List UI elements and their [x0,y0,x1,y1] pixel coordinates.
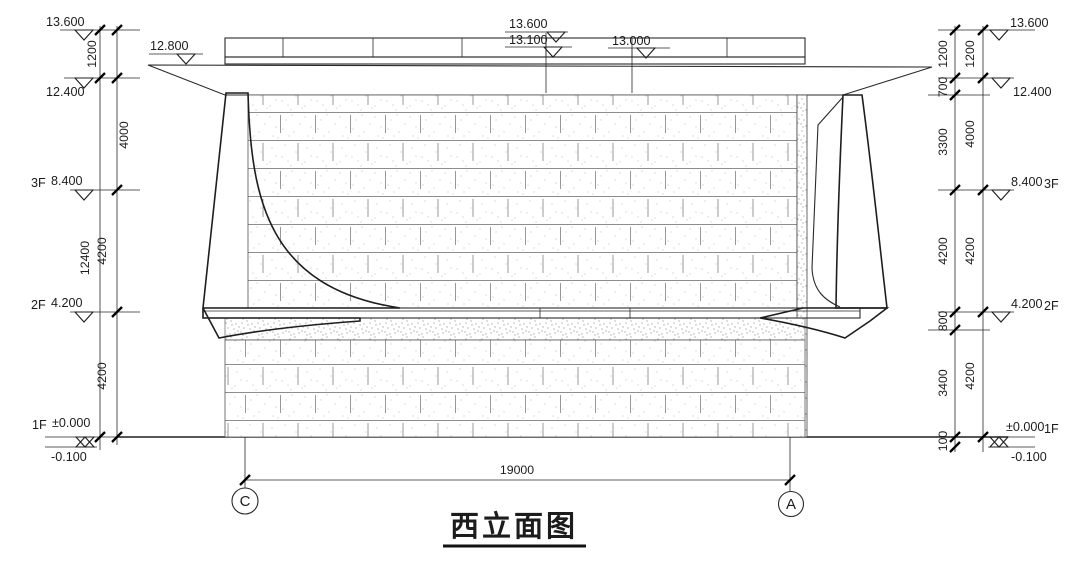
level-13000-top: 13.000 [612,34,651,48]
lower-wall-top-band [224,317,806,341]
level-13600-top: 13.600 [509,17,548,31]
floor-2f-left: 2F [31,298,46,312]
floor-1f-right: 1F [1044,422,1059,436]
level-minus100-right: -0.100 [1011,450,1047,464]
level-13100-top: 13.100 [509,33,548,47]
canopy-slab [147,64,933,96]
right-zero-level-marker [988,436,1010,448]
dim-4200-left-mid: 4200 [95,237,109,265]
level-minus100-left: -0.100 [51,450,87,464]
right-dim-chain-lines [954,26,984,452]
floor-band-2f [202,307,861,319]
right-dimension-group: 13.600 12.400 8.400 3F 4.200 2F ±0.000 1… [928,16,1059,464]
left-pier [202,92,401,309]
parapet-joints [282,38,728,57]
left-pier-foot [202,307,361,339]
level-4200-left: 4.200 [51,296,83,310]
dim-12400-left: 12400 [78,241,92,275]
floor-2f-right: 2F [1044,299,1059,313]
canopy-joint-lines [545,33,633,93]
right-pier-inner-edge [811,96,844,308]
dim-right-outer-4000: 4000 [963,120,977,148]
dim-right-inner-3400: 3400 [936,369,950,397]
span-dim-ticks [239,474,796,486]
level-4200-right: 4.200 [1011,297,1043,311]
level-12400-right: 12.400 [1013,85,1052,99]
floor-1f-left: 1F [32,418,47,432]
right-dim-ticks [949,24,989,453]
floor-band-joints [539,308,631,318]
left-zero-level-marker [74,436,96,448]
left-dim-chain-lines [99,26,118,450]
dim-right-inner-800: 800 [936,311,950,332]
right-level-triangles [988,29,1012,323]
dim-4000-left: 4000 [117,121,131,149]
upper-wall [247,94,798,309]
left-dim-ticks [94,24,123,443]
dim-right-outer-4200-low: 4200 [963,362,977,390]
grid-letter-a: A [786,496,796,513]
level-8400-right: 8.400 [1011,175,1043,189]
left-dimension-group: 13.600 12.800 12.400 3F 8.400 2F 4.200 1… [31,15,203,464]
drawing-title: 西立面图 [450,509,578,543]
dim-right-inner-1200: 1200 [936,40,950,68]
level-12400-left: 12.400 [46,85,85,99]
right-pier-foot [759,307,890,339]
right-extension-lines [928,29,1035,448]
floor-3f-right: 3F [1044,177,1059,191]
level-zero-left: ±0.000 [52,416,90,430]
level-12800-left: 12.800 [150,39,189,53]
dim-4200-left-low: 4200 [95,362,109,390]
dim-right-outer-1200: 1200 [963,40,977,68]
floor-3f-left: 3F [31,176,46,190]
canopy-edge-strip [224,56,806,65]
canopy-level-triangle [175,53,197,65]
building-structure [118,33,1008,438]
dim-right-inner-4200: 4200 [936,237,950,265]
level-13600-left: 13.600 [46,15,85,29]
dim-span-19000: 19000 [500,463,534,477]
left-level-triangles [73,29,95,323]
grid-letter-c: C [240,493,251,510]
level-13600-right: 13.600 [1010,16,1049,30]
dim-right-inner-100: 100 [936,431,950,452]
grid-bubble-a [777,490,805,518]
level-8400-left: 8.400 [51,174,83,188]
top-marker-triangles [542,31,657,59]
bottom-dimension-group: 19000 C A [231,437,805,518]
level-zero-right: ±0.000 [1006,420,1044,434]
dim-right-inner-700: 700 [936,77,950,98]
dim-right-outer-4200-mid: 4200 [963,237,977,265]
dim-right-inner-3300: 3300 [936,128,950,156]
lower-wall [224,339,806,438]
top-level-markers: 13.600 13.100 13.000 [505,17,670,59]
grid-bubble-c [231,487,259,515]
right-pier [835,94,888,309]
dim-1200-left: 1200 [85,40,99,68]
title-block: 西立面图 [443,509,586,548]
